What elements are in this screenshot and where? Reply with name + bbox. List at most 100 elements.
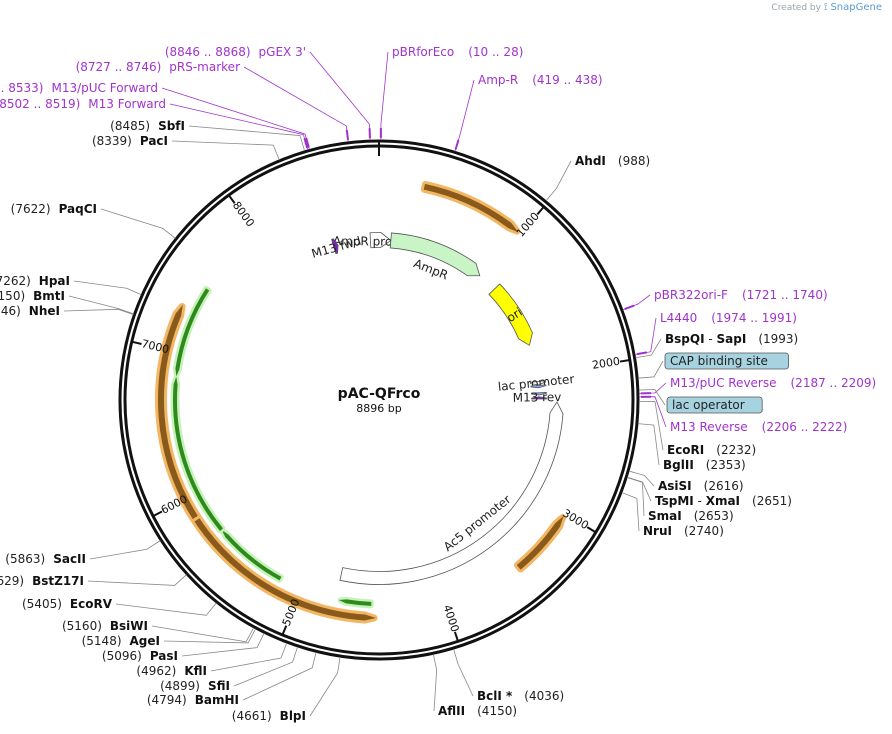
tick-mark: [619, 358, 630, 363]
site-name: BglII: [663, 458, 694, 472]
site-pos: (2616): [704, 479, 744, 493]
site-name: AgeI: [130, 634, 160, 648]
site-label: TspMI - XmaI (2651): [655, 494, 792, 508]
primer-label: (8511 .. 8533)M13/pUC Forward: [0, 81, 158, 95]
credit-brand: SnapGene: [830, 2, 882, 13]
site-label: AflII(4150): [438, 704, 517, 718]
tick-label: 2000: [591, 355, 621, 372]
primer-name: pGEX 3': [259, 45, 306, 59]
green-arc-halo: [172, 285, 212, 378]
site-pos: (8485): [110, 119, 150, 133]
site-label: SmaI(2653): [648, 509, 734, 523]
primer-name: Amp-R: [478, 73, 518, 87]
leader-line: [309, 657, 341, 717]
site-name: PacI: [140, 134, 168, 148]
site-label: (4899) SfiI: [160, 679, 230, 693]
leader-line: [151, 625, 255, 643]
site-label: (5863)SacII: [5, 552, 86, 566]
site-pos: (7262): [0, 274, 31, 288]
site-pos: (5629): [0, 574, 24, 588]
primer-name: pRS-marker: [169, 60, 240, 74]
site-pos: (5148): [82, 634, 122, 648]
primer-label: Amp-R(419 .. 438): [478, 73, 603, 87]
site-pos: (2651): [752, 494, 792, 508]
primer-range: (2206 .. 2222): [762, 420, 848, 434]
leader-line: [243, 66, 349, 142]
leader-line-layer: [63, 51, 667, 717]
feature-arrow: [331, 238, 339, 255]
site-name: NruI: [643, 524, 672, 538]
leader-line: [628, 470, 655, 487]
site-label: BclI *(4036): [477, 689, 564, 703]
tick-label: 6000: [159, 492, 190, 516]
tick-mark: [536, 206, 545, 216]
tick-label: 7000: [140, 337, 170, 356]
primer-name: M13 Reverse: [670, 420, 748, 434]
leader-line: [635, 338, 662, 359]
leader-line: [309, 51, 371, 141]
credit-prefix: Created by: [771, 3, 821, 13]
site-name: BclI *: [477, 689, 513, 703]
site-label: BspQI - SapI(1993): [665, 332, 798, 346]
site-pos: (4899): [160, 679, 200, 693]
label-layer: AhdI(988)BspQI - SapI(1993)EcoRI(2232)Bg…: [0, 45, 876, 723]
leader-line: [181, 633, 265, 657]
snapgene-logo-icon: ⟟: [823, 2, 828, 13]
feature-arrow: [530, 384, 547, 389]
green-arc-layer: [170, 285, 374, 609]
tick-mark: [453, 631, 459, 642]
site-label: (5160)BsiWI: [62, 619, 148, 633]
site-pos: (5405): [22, 597, 62, 611]
feature-arrow: [339, 401, 564, 585]
leader-line: [115, 602, 217, 616]
site-label: (7622)PaqCI: [11, 202, 97, 216]
leader-line: [73, 280, 142, 296]
leader-line: [622, 294, 651, 311]
primer-label: pBR322ori-F(1721 .. 1740): [654, 288, 828, 302]
site-name: SfiI: [208, 679, 230, 693]
site-name: TspMI: [655, 494, 694, 508]
site-name: AflII: [438, 704, 465, 718]
site-sep: -: [694, 494, 706, 508]
site-pos: (2232): [716, 443, 756, 457]
leader-line: [242, 652, 317, 701]
site-label: (4661)BlpI: [232, 709, 306, 723]
primer-label: (8846 .. 8868) pGEX 3': [165, 45, 306, 59]
site-name-2: XmaI: [706, 494, 740, 508]
primer-range: (8846 .. 8868): [165, 45, 251, 59]
orf-arrow: [158, 304, 198, 520]
leader-line: [380, 51, 389, 141]
primer-label: M13 Reverse (2206 .. 2222): [670, 420, 847, 434]
site-name: AhdI: [575, 154, 606, 168]
site-pos: (5096): [102, 649, 142, 663]
tick-mark: [586, 526, 597, 534]
site-pos: (4661): [232, 709, 272, 723]
feature-arrow: [530, 380, 546, 386]
tick-label: 8000: [230, 199, 257, 229]
leader-line: [638, 360, 664, 379]
leader-line: [68, 295, 134, 315]
site-label: (4962)KflI: [136, 664, 207, 678]
orf-arrow: [516, 515, 564, 570]
leader-line: [163, 628, 256, 644]
site-pos: (2653): [694, 509, 734, 523]
primer-label: M13/pUC Reverse(2187 .. 2209): [670, 376, 876, 390]
leader-line: [210, 642, 288, 672]
site-name: BstZ17I: [32, 574, 84, 588]
site-label: EcoRI(2232): [667, 443, 756, 457]
primer-label: L4440(1974 .. 1991): [660, 311, 797, 325]
site-label: (7150)BmtI: [0, 289, 65, 303]
feature-arrow: [389, 232, 481, 277]
site-pos: (7622): [11, 202, 51, 216]
site-label: (5405)EcoRV: [22, 597, 113, 611]
boxed-label: [666, 396, 763, 414]
primer-range: (8727 .. 8746): [76, 60, 162, 74]
leader-line: [100, 208, 176, 239]
primer-label: (8502 .. 8519)M13 Forward: [0, 97, 166, 111]
site-label: (7146)NheI: [0, 304, 60, 318]
orf-arrow: [423, 183, 519, 233]
site-label: AsiSI(2616): [658, 479, 744, 493]
site-pos: (4962): [136, 664, 176, 678]
site-name: PasI: [150, 649, 178, 663]
